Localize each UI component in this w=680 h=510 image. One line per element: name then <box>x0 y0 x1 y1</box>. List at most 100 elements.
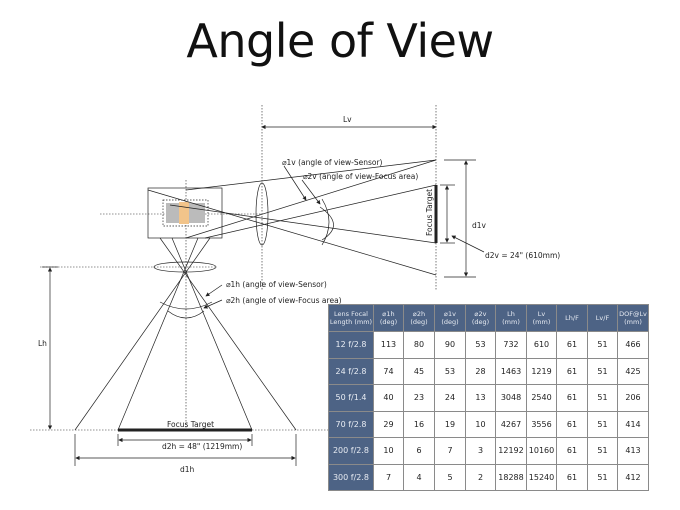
table-cell: 18288 <box>495 463 527 491</box>
table-cell: 23 <box>403 384 435 412</box>
d1h-label: d1h <box>180 465 195 474</box>
lens-cell: 24 f/2.8 <box>328 357 374 385</box>
table-cell: 3048 <box>495 384 527 412</box>
table-cell: 53 <box>465 331 496 359</box>
table-cell: 7 <box>434 437 466 465</box>
column-header: ⌀2h(deg) <box>403 304 435 332</box>
d1v-label: d1v <box>472 221 487 230</box>
column-header-line: Lv <box>537 310 546 318</box>
focus-target-h-label: Focus Target <box>167 420 214 429</box>
slide-title: Angle of View <box>186 14 494 68</box>
table-cell: 610 <box>526 331 557 359</box>
table-cell: 1219 <box>526 357 557 385</box>
column-header: DOF@Lv(mm) <box>617 304 649 332</box>
focus-target-v-label: Focus Target <box>425 189 434 236</box>
column-header-line: (mm) <box>532 318 551 326</box>
column-header-line: ⌀2v <box>474 310 487 318</box>
table-cell: 51 <box>587 463 618 491</box>
table-cell: 13 <box>465 384 496 412</box>
angle-1h-label: ⌀1h (angle of view-Sensor) <box>226 280 327 289</box>
table-cell: 28 <box>465 357 496 385</box>
angle-2v-label: ⌀2v (angle of view-Focus area) <box>303 172 418 181</box>
table-cell: 1463 <box>495 357 527 385</box>
table-cell: 61 <box>556 410 588 438</box>
table-cell: 6 <box>403 437 435 465</box>
table-cell: 90 <box>434 331 466 359</box>
sensor-area <box>162 199 209 227</box>
column-header: ⌀1h(deg) <box>373 304 404 332</box>
lv-label: Lv <box>343 115 352 124</box>
table-cell: 4 <box>403 463 435 491</box>
column-header-line: Lh/F <box>565 314 579 322</box>
table-cell: 51 <box>587 384 618 412</box>
table-cell: 51 <box>587 437 618 465</box>
table-cell: 51 <box>587 357 618 385</box>
table-cell: 15240 <box>526 463 557 491</box>
lens-cell: 200 f/2.8 <box>328 437 374 465</box>
table-cell: 732 <box>495 331 527 359</box>
table-cell: 24 <box>434 384 466 412</box>
table-cell: 5 <box>434 463 466 491</box>
table-cell: 3 <box>465 437 496 465</box>
table-cell: 74 <box>373 357 404 385</box>
table-cell: 40 <box>373 384 404 412</box>
table-cell: 61 <box>556 437 588 465</box>
table-cell: 12192 <box>495 437 527 465</box>
column-header-line: ⌀1v <box>444 310 456 318</box>
table-cell: 16 <box>403 410 435 438</box>
camera-body <box>147 187 223 239</box>
table-cell: 10 <box>465 410 496 438</box>
d2h-label: d2h = 48" (1219mm) <box>162 442 242 451</box>
column-header: ⌀1v(deg) <box>434 304 466 332</box>
column-header: ⌀2v(deg) <box>465 304 496 332</box>
column-header-line: (deg) <box>379 318 398 326</box>
focus-area <box>179 202 189 224</box>
column-header-line: DOF@Lv <box>619 310 647 318</box>
lens-cell: 70 f/2.8 <box>328 410 374 438</box>
column-header: Lh(mm) <box>495 304 527 332</box>
table-cell: 61 <box>556 357 588 385</box>
column-header-line: (deg) <box>471 318 490 326</box>
table-cell: 413 <box>617 437 649 465</box>
column-header-line: Lens Focal <box>334 310 368 318</box>
column-header-line: (mm) <box>502 318 520 326</box>
column-header-line: ⌀1h <box>382 310 395 318</box>
table-cell: 80 <box>403 331 435 359</box>
angle-1v-label: ⌀1v (angle of view-Sensor) <box>282 158 383 167</box>
table-cell: 10 <box>373 437 404 465</box>
table-cell: 51 <box>587 331 618 359</box>
table-cell: 29 <box>373 410 404 438</box>
d2v-label: d2v = 24" (610mm) <box>485 251 560 260</box>
lens-horizontal <box>153 261 217 273</box>
column-header-line: (mm) <box>624 318 642 326</box>
table-cell: 2540 <box>526 384 557 412</box>
table-cell: 2 <box>465 463 496 491</box>
table-cell: 45 <box>403 357 435 385</box>
table-cell: 61 <box>556 384 588 412</box>
column-header: Lv/F <box>587 304 618 332</box>
table-cell: 113 <box>373 331 404 359</box>
column-header-line: Lv/F <box>595 314 610 322</box>
table-cell: 61 <box>556 463 588 491</box>
angle-2h-label: ⌀2h (angle of view-Focus area) <box>226 296 342 305</box>
table-cell: 7 <box>373 463 404 491</box>
column-header-line: (deg) <box>441 318 459 326</box>
table-cell: 19 <box>434 410 466 438</box>
column-header-line: Lh <box>507 310 515 318</box>
table-cell: 3556 <box>526 410 557 438</box>
lh-label: Lh <box>38 339 47 348</box>
table-cell: 4267 <box>495 410 527 438</box>
table-cell: 51 <box>587 410 618 438</box>
table-cell: 466 <box>617 331 649 359</box>
lens-cell: 50 f/1.4 <box>328 384 374 412</box>
column-header: Lh/F <box>556 304 588 332</box>
